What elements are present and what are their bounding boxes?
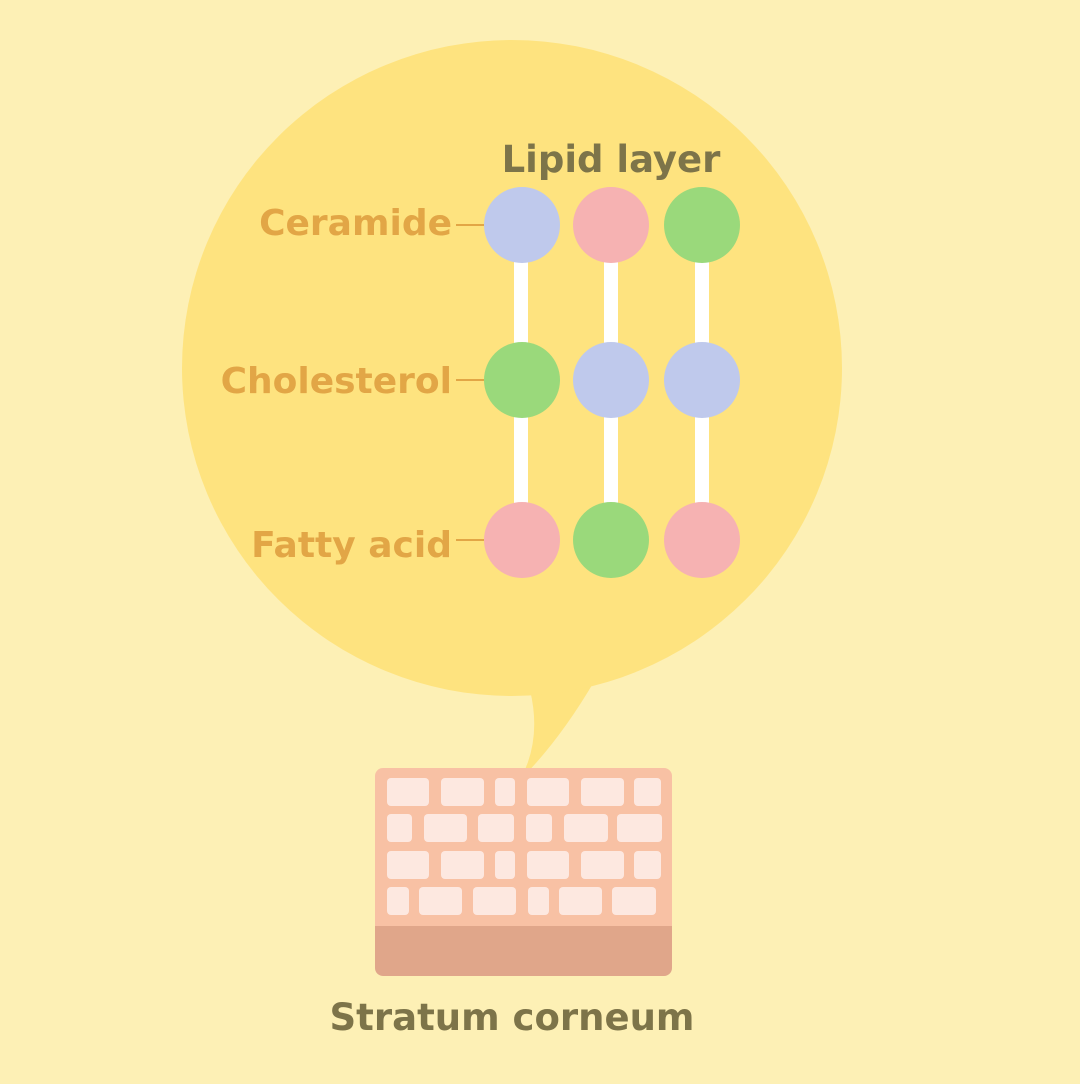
skin-cells xyxy=(387,778,662,915)
skin-cell xyxy=(387,778,429,806)
skin-cell xyxy=(441,851,484,879)
skin-cell xyxy=(495,778,515,806)
lipid-molecule xyxy=(573,502,649,578)
skin-cell xyxy=(473,887,516,915)
lipid-molecule xyxy=(484,187,560,263)
lipid-molecule xyxy=(664,342,740,418)
skin-cell xyxy=(387,814,412,842)
skin-cell xyxy=(478,814,514,842)
stratum-corneum-illustration xyxy=(375,768,672,976)
skin-cell xyxy=(564,814,608,842)
skin-cell xyxy=(526,814,552,842)
lipid-row-ceramide: Ceramide xyxy=(259,187,740,263)
skin-cell xyxy=(527,851,569,879)
skin-cell xyxy=(581,778,624,806)
row-label-cholesterol: Cholesterol xyxy=(221,361,452,402)
skin-cell xyxy=(528,887,549,915)
skin-cell xyxy=(424,814,467,842)
skin-cell xyxy=(581,851,624,879)
lipid-molecule xyxy=(573,187,649,263)
skin-cell xyxy=(612,887,656,915)
skin-top-layer xyxy=(375,768,672,926)
lipid-molecule xyxy=(664,187,740,263)
skin-cell xyxy=(387,851,429,879)
skin-cell xyxy=(617,814,662,842)
lipid-molecule xyxy=(664,502,740,578)
skin-cell xyxy=(634,778,661,806)
row-label-fatty-acid: Fatty acid xyxy=(251,525,452,566)
skin-cell xyxy=(527,778,569,806)
skin-cell xyxy=(634,851,661,879)
row-label-ceramide: Ceramide xyxy=(259,203,452,244)
lipid-molecule xyxy=(484,502,560,578)
lipid-molecule xyxy=(573,342,649,418)
skin-cell xyxy=(387,887,409,915)
skin-cell xyxy=(441,778,484,806)
lipid-row-cholesterol: Cholesterol xyxy=(221,342,740,418)
bubble-tail xyxy=(520,680,595,780)
skin-cell xyxy=(559,887,602,915)
diagram-title: Lipid layer xyxy=(502,138,722,181)
skin-cell xyxy=(495,851,515,879)
diagram-caption: Stratum corneum xyxy=(330,996,695,1039)
skin-cell xyxy=(419,887,462,915)
lipid-molecule xyxy=(484,342,560,418)
lipid-row-fatty-acid: Fatty acid xyxy=(251,502,740,578)
